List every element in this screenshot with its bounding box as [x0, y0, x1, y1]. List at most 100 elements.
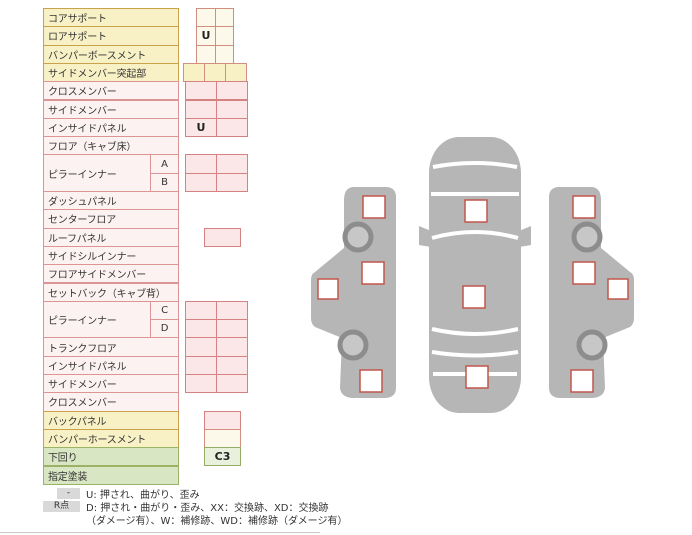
damage-marker: [462, 285, 486, 309]
damage-cell: [216, 337, 248, 357]
wheel-left-rear: [337, 329, 369, 361]
damage-cell: [204, 62, 226, 83]
part-label: サイドメンバー: [43, 99, 179, 119]
damage-marker: [317, 278, 339, 300]
damage-cell: [185, 355, 217, 375]
part-label: インサイドパネル: [43, 117, 179, 138]
legend-badge-column: -: [43, 488, 80, 499]
legend-text: D: 押され・曲がり・歪み、XX：交換跡、XD：交換跡: [86, 503, 329, 514]
damage-cell: [185, 172, 217, 192]
damage-cell: [185, 99, 217, 119]
part-label: インサイドパネル: [43, 355, 179, 375]
damage-cell: [216, 319, 248, 339]
damage-marker: [572, 195, 596, 219]
legend-text: （ダメージ有）、W：補修跡、WD：補修跡（ダメージ有）: [86, 516, 348, 527]
damage-marker: [359, 369, 383, 393]
car-top-view-body: [429, 137, 521, 413]
damage-cell: [185, 81, 217, 101]
part-label: ロアサポート: [43, 26, 179, 46]
legend-badge-dash: -: [57, 488, 80, 499]
part-label: サイドメンバー: [43, 374, 179, 394]
part-label: バンパーホースメント: [43, 428, 179, 449]
sub-label: D: [150, 319, 179, 339]
part-label: ピラーインナー: [43, 300, 151, 339]
damage-cell: U: [185, 117, 217, 138]
damage-cell: [204, 410, 241, 430]
damage-marker: [361, 261, 385, 285]
window-edge: [0, 532, 320, 533]
damage-cell: [185, 154, 217, 174]
legend: - U: 押され、曲がり、歪み R点 D: 押され・曲がり・歪み、XX：交換跡、…: [43, 487, 348, 527]
trunk-line: [431, 350, 519, 358]
part-label: 指定塗装: [43, 465, 179, 485]
damage-cell: C3: [204, 447, 241, 467]
damage-cell: [185, 319, 217, 339]
damage-cell: [185, 337, 217, 357]
wheel-right-rear: [576, 329, 608, 361]
rear-window-line: [431, 327, 519, 336]
damage-cell: [196, 44, 216, 64]
legend-badge-rpoint: R点: [43, 501, 80, 512]
right-mirror: [519, 226, 531, 247]
part-label: ダッシュパネル: [43, 191, 179, 211]
damage-cell: [185, 300, 217, 321]
damage-cell: [185, 374, 217, 394]
sub-label: B: [150, 172, 179, 192]
part-label: クロスメンバー: [43, 81, 179, 101]
part-label: バンパーボースメント: [43, 44, 179, 64]
damage-marker: [570, 369, 594, 393]
damage-cell: [216, 355, 248, 375]
damage-cell: [225, 62, 247, 83]
damage-cell: [216, 374, 248, 394]
damage-cell: [215, 44, 234, 64]
damage-cell: [204, 227, 241, 247]
damage-marker: [607, 278, 629, 300]
damage-marker: [572, 261, 596, 285]
panel-separation-lines: [431, 161, 519, 376]
frame-damage-table: コアサポートロアサポート U バンパーボースメントサイドメンバー突起部クロスメンバー…: [43, 8, 303, 490]
damage-cell: [215, 8, 234, 28]
damage-cell: [216, 117, 248, 138]
wheel-right-front: [571, 221, 603, 253]
hood-front-line: [432, 161, 518, 169]
legend-badge-column: R点: [43, 501, 80, 512]
damage-marker: [362, 195, 386, 219]
damage-cell: [204, 428, 241, 449]
legend-row: R点 D: 押され・曲がり・歪み、XX：交換跡、XD：交換跡: [43, 500, 347, 514]
part-label: フロア（キャブ床）: [43, 136, 179, 156]
legend-row: （ダメージ有）、W：補修跡、WD：補修跡（ダメージ有）: [43, 513, 348, 527]
part-label: トランクフロア: [43, 337, 179, 357]
damage-cell: U: [196, 26, 216, 46]
damage-cell: [216, 99, 248, 119]
part-label: フロアサイドメンバー: [43, 264, 179, 284]
part-label: サイドシルインナー: [43, 245, 179, 266]
damage-cell: [183, 62, 205, 83]
part-label: ピラーインナー: [43, 154, 151, 192]
legend-text: U: 押され、曲がり、歪み: [86, 490, 200, 501]
legend-badge-column: [43, 514, 80, 525]
part-label: クロスメンバー: [43, 392, 179, 412]
car-diagram: [311, 137, 634, 413]
car-right-side-body: [549, 187, 634, 398]
damage-cell: [216, 172, 248, 192]
part-label: サイドメンバー突起部: [43, 62, 179, 83]
damage-marker: [464, 199, 488, 223]
part-label: セットバック（キャブ背）: [43, 282, 179, 302]
damage-cell: [216, 300, 248, 321]
part-label: センターフロア: [43, 209, 179, 229]
wheel-left-front: [342, 221, 374, 253]
damage-marker: [465, 365, 489, 389]
legend-row: - U: 押され、曲がり、歪み: [43, 487, 347, 501]
damage-cell: [215, 26, 234, 46]
windshield-line: [431, 230, 519, 240]
sub-label: C: [150, 300, 179, 321]
part-label: 下回り: [43, 447, 179, 467]
damage-cell: [216, 154, 248, 174]
part-label: バックパネル: [43, 410, 179, 430]
damage-cell: [216, 81, 248, 101]
damage-cell: [196, 8, 216, 28]
left-mirror: [419, 226, 431, 247]
sub-label: A: [150, 154, 179, 174]
part-label: ルーフパネル: [43, 227, 179, 247]
part-label: コアサポート: [43, 8, 179, 28]
